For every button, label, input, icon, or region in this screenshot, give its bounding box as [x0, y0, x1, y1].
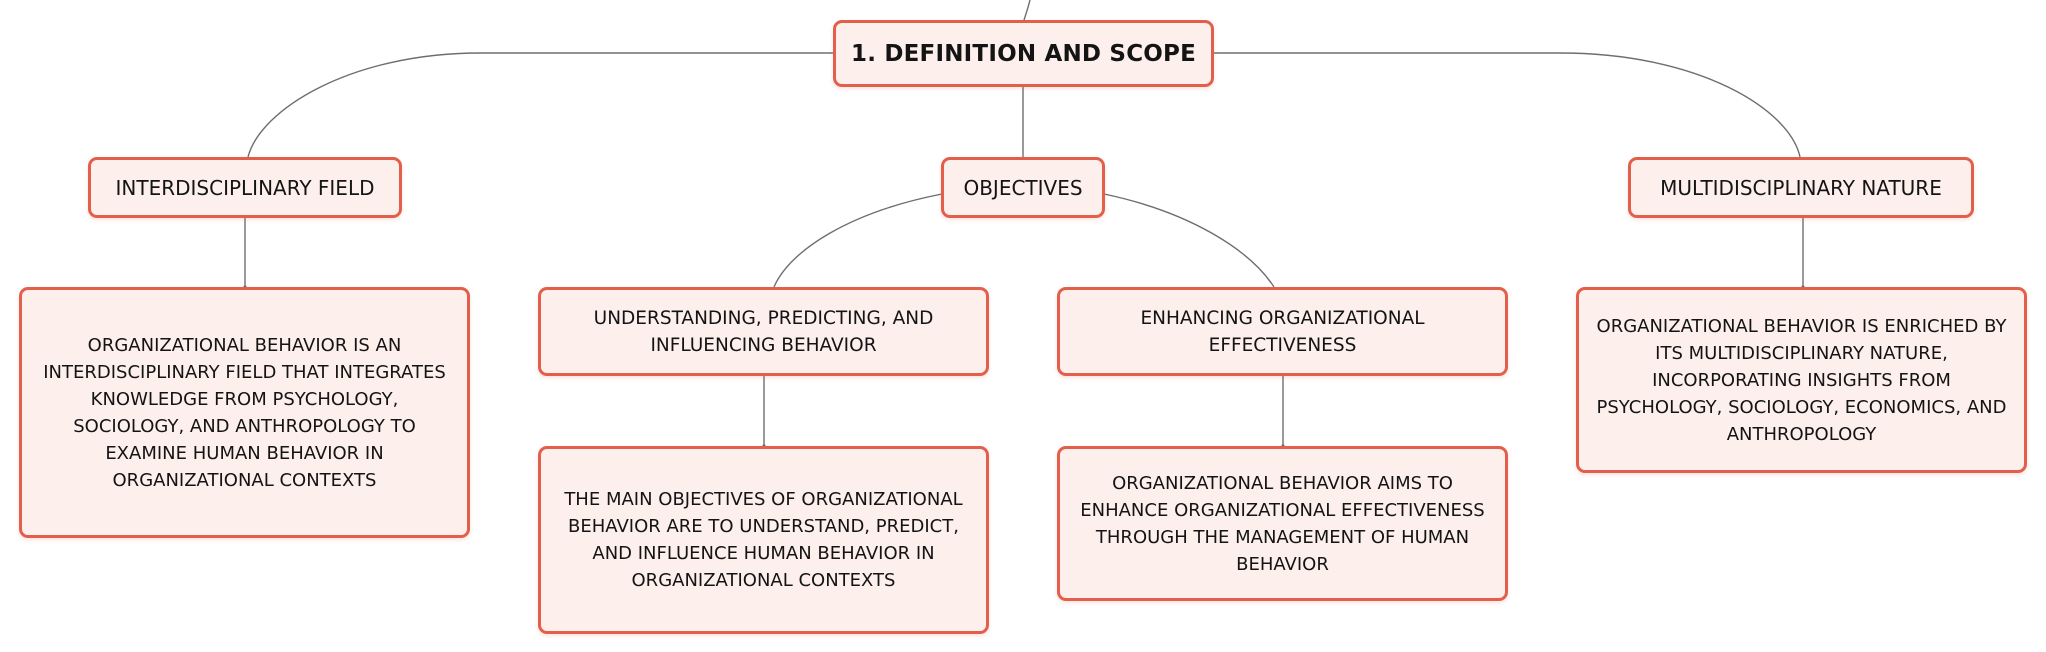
- connector-root-to-multidisciplinary: [1212, 52, 1801, 158]
- branch-node-objectives[interactable]: OBJECTIVES: [941, 157, 1105, 218]
- branch-node-interdisciplinary-field[interactable]: INTERDISCIPLINARY FIELD: [88, 157, 402, 218]
- detail-node-understanding-predicting-influencing[interactable]: THE MAIN OBJECTIVES OF ORGANIZATIONAL BE…: [538, 446, 989, 634]
- root-node[interactable]: 1. DEFINITION AND SCOPE: [833, 20, 1214, 87]
- subbranch-node-label: ENHANCING ORGANIZATIONAL EFFECTIVENESS: [1140, 307, 1425, 356]
- subbranch-node-enhancing-effectiveness[interactable]: ENHANCING ORGANIZATIONAL EFFECTIVENESS: [1057, 287, 1508, 376]
- connector-objectives-to-enhancing: [1103, 193, 1275, 288]
- subbranch-node-label: UNDERSTANDING, PREDICTING, AND INFLUENCI…: [593, 307, 934, 356]
- detail-node-text: THE MAIN OBJECTIVES OF ORGANIZATIONAL BE…: [564, 489, 963, 591]
- detail-node-interdisciplinary-field[interactable]: ORGANIZATIONAL BEHAVIOR IS AN INTERDISCI…: [19, 287, 470, 538]
- connector-objectives-to-understanding: [773, 193, 943, 288]
- branch-node-label: OBJECTIVES: [963, 175, 1083, 200]
- connector-root-to-interdisciplinary: [247, 52, 836, 158]
- subbranch-node-understanding-predicting-influencing[interactable]: UNDERSTANDING, PREDICTING, AND INFLUENCI…: [538, 287, 989, 376]
- detail-node-text: ORGANIZATIONAL BEHAVIOR IS ENRICHED BY I…: [1596, 315, 2007, 445]
- root-node-label: 1. DEFINITION AND SCOPE: [851, 40, 1196, 67]
- branch-node-multidisciplinary-nature[interactable]: MULTIDISCIPLINARY NATURE: [1628, 157, 1974, 218]
- connector-parent-to-root: [1023, 0, 1031, 21]
- detail-node-text: ORGANIZATIONAL BEHAVIOR IS AN INTERDISCI…: [43, 334, 446, 491]
- detail-node-enhancing-effectiveness[interactable]: ORGANIZATIONAL BEHAVIOR AIMS TO ENHANCE …: [1057, 446, 1508, 601]
- branch-node-label: INTERDISCIPLINARY FIELD: [115, 175, 375, 200]
- detail-node-text: ORGANIZATIONAL BEHAVIOR AIMS TO ENHANCE …: [1080, 472, 1485, 575]
- branch-node-label: MULTIDISCIPLINARY NATURE: [1660, 175, 1942, 200]
- detail-node-multidisciplinary-nature[interactable]: ORGANIZATIONAL BEHAVIOR IS ENRICHED BY I…: [1576, 287, 2027, 473]
